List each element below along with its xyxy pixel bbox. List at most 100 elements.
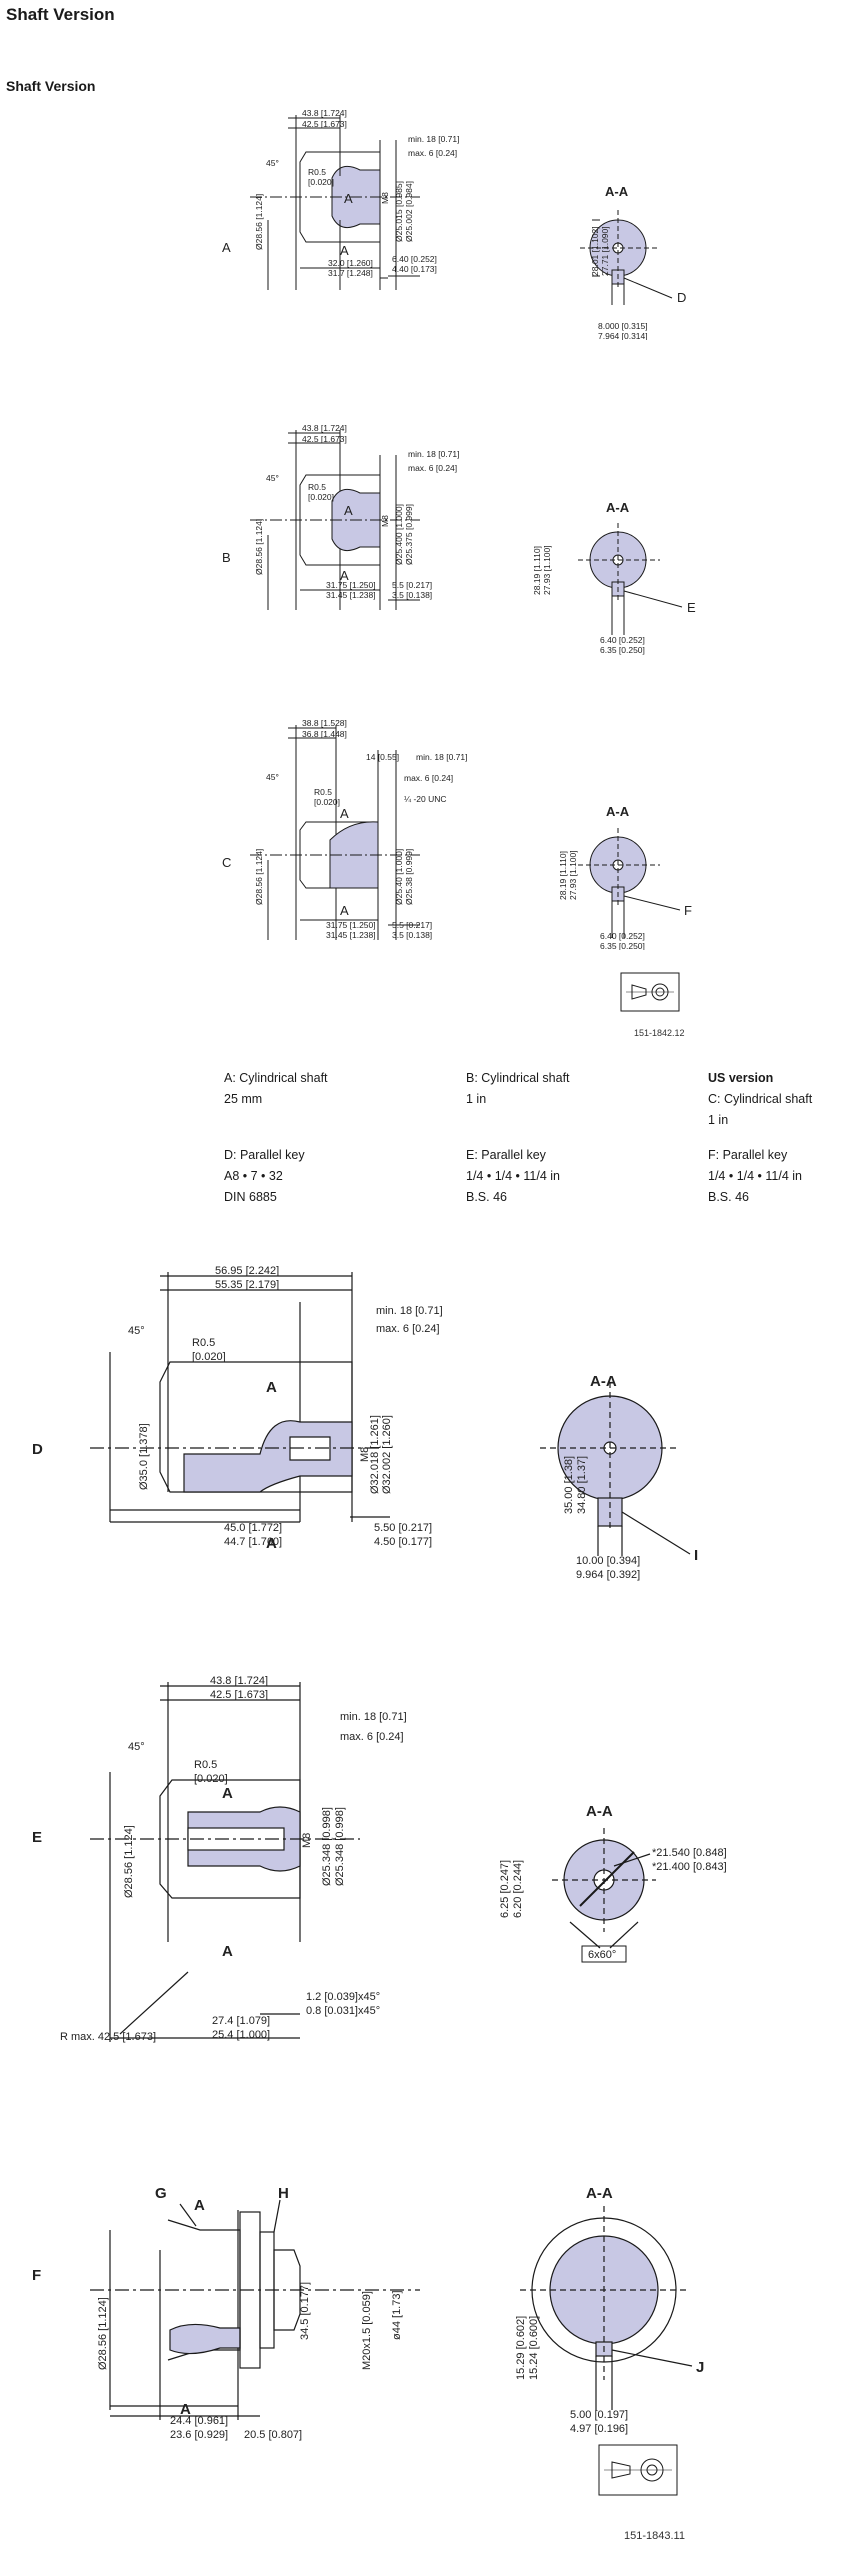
dim-e-sp1: *21.540 [0.848] <box>652 1847 727 1859</box>
dim-a-k2: 4.40 [0.173] <box>392 264 437 274</box>
dim-b-sb: 27.93 [1.100] <box>542 545 552 595</box>
drawing-f: G H A A Ø28.56 [1.124] 34.5 [0.177] M20x… <box>32 2185 704 2441</box>
figure-label-b: B <box>222 550 231 565</box>
dim-e-sb: 6.20 [0.244] <box>512 1860 524 1918</box>
dim-b-1: 43.8 [1.724] <box>302 423 347 433</box>
dim-c-max: max. 6 [0.24] <box>404 773 453 783</box>
dim-d-2: 55.35 [2.179] <box>215 1279 279 1291</box>
section-mark-d-top: A <box>266 1379 277 1396</box>
dim-a-b2: 31.7 [1.248] <box>328 268 373 278</box>
dim-c-sb: 27.93 [1.100] <box>568 850 578 900</box>
drawing-a: 43.8 [1.724] 42.5 [1.673] min. 18 [0.71]… <box>222 108 686 340</box>
desc-a-title: A: Cylindrical shaft <box>224 1071 328 1085</box>
projection-symbol-icon <box>620 972 680 1012</box>
section-mark-e-bottom: A <box>222 1943 233 1960</box>
dim-d-r: R0.5 <box>192 1337 215 1349</box>
dim-a-max: max. 6 [0.24] <box>408 148 457 158</box>
dim-a-angle: 45° <box>266 158 279 168</box>
figure-label-f: F <box>32 2267 41 2284</box>
dim-b-min: min. 18 [0.71] <box>408 449 460 459</box>
section-mark-b-bottom: A <box>340 568 349 583</box>
dim-e-2: 42.5 [1.673] <box>210 1689 268 1701</box>
dim-b-b2: 31.45 [1.238] <box>326 590 376 600</box>
dim-e-r: R0.5 <box>194 1759 217 1771</box>
dim-f-b2: 23.6 [0.929] <box>170 2429 228 2441</box>
dim-a-k1: 6.40 [0.252] <box>392 254 437 264</box>
dim-e-r2: [0.020] <box>194 1773 228 1785</box>
desc-b: B: Cylindrical shaft 1 in <box>466 1068 570 1110</box>
dim-d-1: 56.95 [2.242] <box>215 1265 279 1277</box>
desc-d-value: A8 • 7 • 32 <box>224 1169 283 1183</box>
dim-c-r2: [0.020] <box>314 797 340 807</box>
reference-code-1: 151-1842.12 <box>634 1028 685 1038</box>
key-label-e: E <box>687 600 696 615</box>
dim-e-1: 43.8 [1.724] <box>210 1675 268 1687</box>
dim-d-k1: 5.50 [0.217] <box>374 1522 432 1534</box>
dim-e-sp2: *21.400 [0.843] <box>652 1861 727 1873</box>
dim-c-k1: 5.5 [0.217] <box>392 920 432 930</box>
dim-b-k1: 5.5 [0.217] <box>392 580 432 590</box>
dim-d-w1: 10.00 [0.394] <box>576 1555 640 1567</box>
dim-e-max: max. 6 [0.24] <box>340 1731 404 1743</box>
dim-c-angle: 45° <box>266 772 279 782</box>
dim-a-sa: 28.01 [1.102] <box>590 226 600 276</box>
projection-symbol-icon <box>598 2444 678 2496</box>
dim-f-sa: 15.29 [0.602] <box>515 2316 527 2380</box>
dim-a-r2: [0.020] <box>308 177 334 187</box>
dim-c-k2: 3.5 [0.138] <box>392 930 432 940</box>
dim-e-s2: Ø25.348 [0.998] <box>334 1807 346 1886</box>
dim-a-s2: Ø25.002 [0.984] <box>404 181 414 242</box>
desc-f-std: B.S. 46 <box>708 1190 749 1204</box>
dim-a-s1: Ø25.015 [0.985] <box>394 181 404 242</box>
key-label-d: D <box>677 290 686 305</box>
dim-c-t: 14 [0.55] <box>366 752 399 762</box>
dim-c-dia: Ø28.56 [1.124] <box>254 849 264 905</box>
dim-d-s2: Ø32.002 [1.260] <box>381 1415 393 1494</box>
figure-label-e: E <box>32 1829 42 1846</box>
dim-d-b2: 44.7 [1.760] <box>224 1536 282 1548</box>
desc-e: E: Parallel key 1/4 • 1/4 • 11/4 in B.S.… <box>466 1145 560 1208</box>
dim-c-2: 36.8 [1.448] <box>302 729 347 739</box>
dim-a-2: 42.5 [1.673] <box>302 119 347 129</box>
dim-e-b2: 25.4 [1.000] <box>212 2029 270 2041</box>
section-mark-d-bottom: A <box>266 1535 277 1552</box>
key-label-i: I <box>694 1547 698 1564</box>
dim-e-angle: 45° <box>128 1741 145 1753</box>
dim-a-w2: 7.964 [0.314] <box>598 331 648 340</box>
dim-a-w1: 8.000 [0.315] <box>598 321 648 331</box>
section-mark-b-top: A <box>344 503 353 518</box>
dim-b-angle: 45° <box>266 473 279 483</box>
dim-a-thread: M8 <box>380 192 390 204</box>
section-title-c: A-A <box>606 804 630 819</box>
section-title-b: A-A <box>606 500 630 515</box>
section-mark-a-top: A <box>344 191 353 206</box>
desc-a: A: Cylindrical shaft 25 mm <box>224 1068 328 1110</box>
dim-d-s1: Ø32.018 [1.261] <box>369 1415 381 1494</box>
section-title-a: A-A <box>605 184 629 199</box>
drawing-b: 43.8 [1.724] 42.5 [1.673] min. 18 [0.71]… <box>222 423 696 655</box>
section-mark-c-top: A <box>340 806 349 821</box>
dim-b-thread: M8 <box>380 515 390 527</box>
dim-d-thread: M8 <box>359 1447 371 1462</box>
dim-c-w1: 6.40 [0.252] <box>600 931 645 941</box>
dim-a-1: 43.8 [1.724] <box>302 108 347 118</box>
dim-e-ang: 6x60° <box>588 1949 616 1961</box>
dim-c-unc: ¼ -20 UNC <box>404 794 447 804</box>
dim-b-s2: Ø25.375 [0.999] <box>404 504 414 565</box>
dim-d-max: max. 6 [0.24] <box>376 1323 440 1335</box>
dim-d-b1: 45.0 [1.772] <box>224 1522 282 1534</box>
dim-f-n3: ø44 [1.73] <box>391 2290 403 2340</box>
desc-c: US version C: Cylindrical shaft 1 in <box>708 1068 812 1131</box>
drawing-e: 43.8 [1.724] 42.5 [1.673] min. 18 [0.71]… <box>32 1675 727 2043</box>
desc-us-version: US version <box>708 1071 774 1085</box>
key-label-f: F <box>684 903 692 918</box>
dim-e-rmax: R max. 42.5 [1.673] <box>60 2031 156 2043</box>
dim-d-r2: [0.020] <box>192 1351 226 1363</box>
dim-b-max: max. 6 [0.24] <box>408 463 457 473</box>
section-mark-c-bottom: A <box>340 903 349 918</box>
section-mark-f-top: A <box>194 2197 205 2214</box>
section-title-e: A-A <box>586 1803 613 1820</box>
label-g: G <box>155 2185 167 2202</box>
dim-c-r: R0.5 <box>314 787 332 797</box>
dim-e-thread: M8 <box>301 1833 313 1848</box>
